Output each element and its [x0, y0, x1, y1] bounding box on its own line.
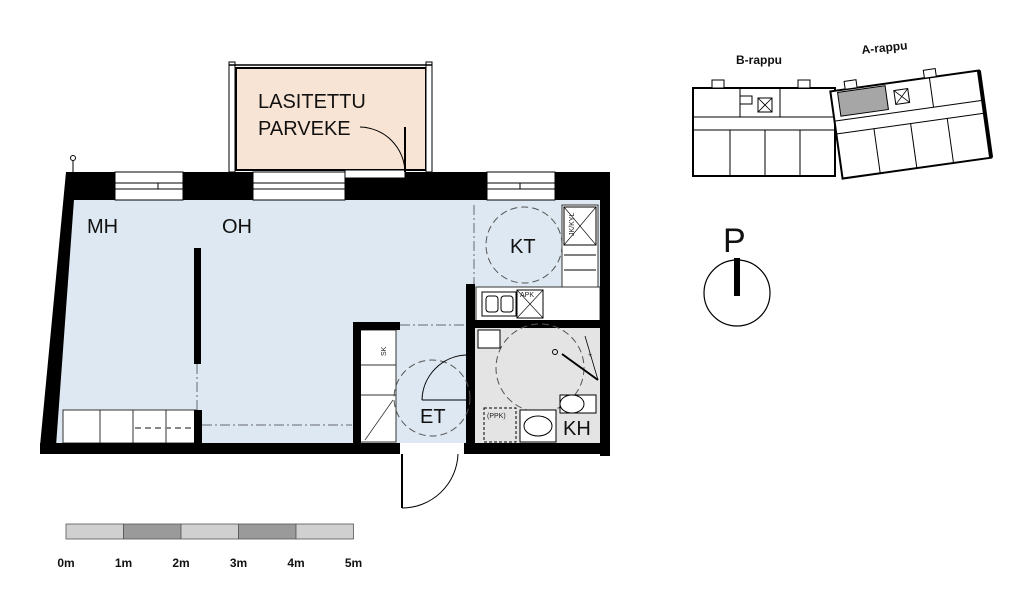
- exterior-wall-bottom: [464, 443, 610, 454]
- turning-circle: [485, 206, 563, 284]
- balcony-label-line2: PARVEKE: [258, 118, 351, 140]
- partition-wall: [194, 248, 201, 364]
- scale-bar-segment: [123, 523, 182, 540]
- scale-bar-segment: [238, 523, 297, 540]
- key-plan-label-b-rappu: B-rappu: [736, 53, 782, 67]
- closet-area: [359, 329, 397, 443]
- living-floor: [55, 200, 600, 445]
- window: [486, 171, 556, 201]
- shower-mark: +: [588, 352, 592, 359]
- scale-bar-label: 1m: [115, 556, 132, 570]
- exterior-wall-top: [183, 172, 253, 200]
- room-label-oh: OH: [222, 216, 252, 238]
- north-letter: P: [723, 222, 746, 260]
- fixture-label-jk-kyl: JK/KYL: [569, 213, 576, 236]
- scale-bar-label: 3m: [230, 556, 247, 570]
- exterior-wall-top: [405, 172, 487, 200]
- washbasin-icon: [519, 409, 557, 443]
- room-label-mh: MH: [87, 216, 118, 238]
- balcony-label-line1: LASITETTU: [258, 91, 366, 113]
- exterior-wall-top-left: [66, 172, 115, 200]
- scale-bar-label: 0m: [57, 556, 74, 570]
- key-plan: B-rappu A-rappu: [692, 38, 994, 180]
- fixture-label-sk: SK: [381, 346, 388, 356]
- scale-bar-segment: [180, 523, 239, 540]
- balcony: [228, 61, 433, 179]
- highlighted-apartment: [836, 85, 889, 117]
- scale-bar-label: 5m: [345, 556, 362, 570]
- window: [114, 171, 184, 201]
- scale-bar-segment: [295, 523, 354, 540]
- cabinet-icon: [477, 329, 501, 349]
- closet-wall: [353, 322, 400, 330]
- drain-marker: [70, 155, 76, 161]
- apartment-plan: + MH OH KT ET KH LASITETTU PARVEKE SK AP…: [40, 61, 610, 509]
- room-label-kh: KH: [563, 418, 591, 440]
- partition-wall: [194, 410, 202, 446]
- wardrobe-row: [62, 409, 197, 444]
- fixture-label-apk: APK: [520, 292, 534, 299]
- scale-bar-segment: [65, 523, 124, 540]
- washer-box: [483, 407, 517, 443]
- window: [252, 171, 346, 201]
- exterior-wall-bottom: [40, 443, 400, 454]
- key-plan-label-a-rappu: A-rappu: [861, 38, 908, 57]
- bathroom-wall: [466, 284, 475, 446]
- scale-bar-label: 2m: [172, 556, 189, 570]
- scale-bar: 0m 1m 2m 3m 4m 5m: [57, 523, 362, 570]
- scale-bar-label: 4m: [287, 556, 304, 570]
- fixture-label-ppk: (PPK): [487, 413, 506, 420]
- room-label-et: ET: [420, 406, 446, 428]
- bathroom-wall: [466, 320, 600, 328]
- turning-circle: [393, 359, 471, 437]
- exterior-wall-left: [40, 172, 76, 446]
- room-label-kt: KT: [510, 236, 536, 258]
- exterior-wall-right: [600, 172, 610, 456]
- north-arrow: P: [703, 222, 771, 327]
- entry-door: [400, 443, 464, 509]
- shower-screen: [561, 353, 599, 381]
- closet-wall: [353, 322, 361, 446]
